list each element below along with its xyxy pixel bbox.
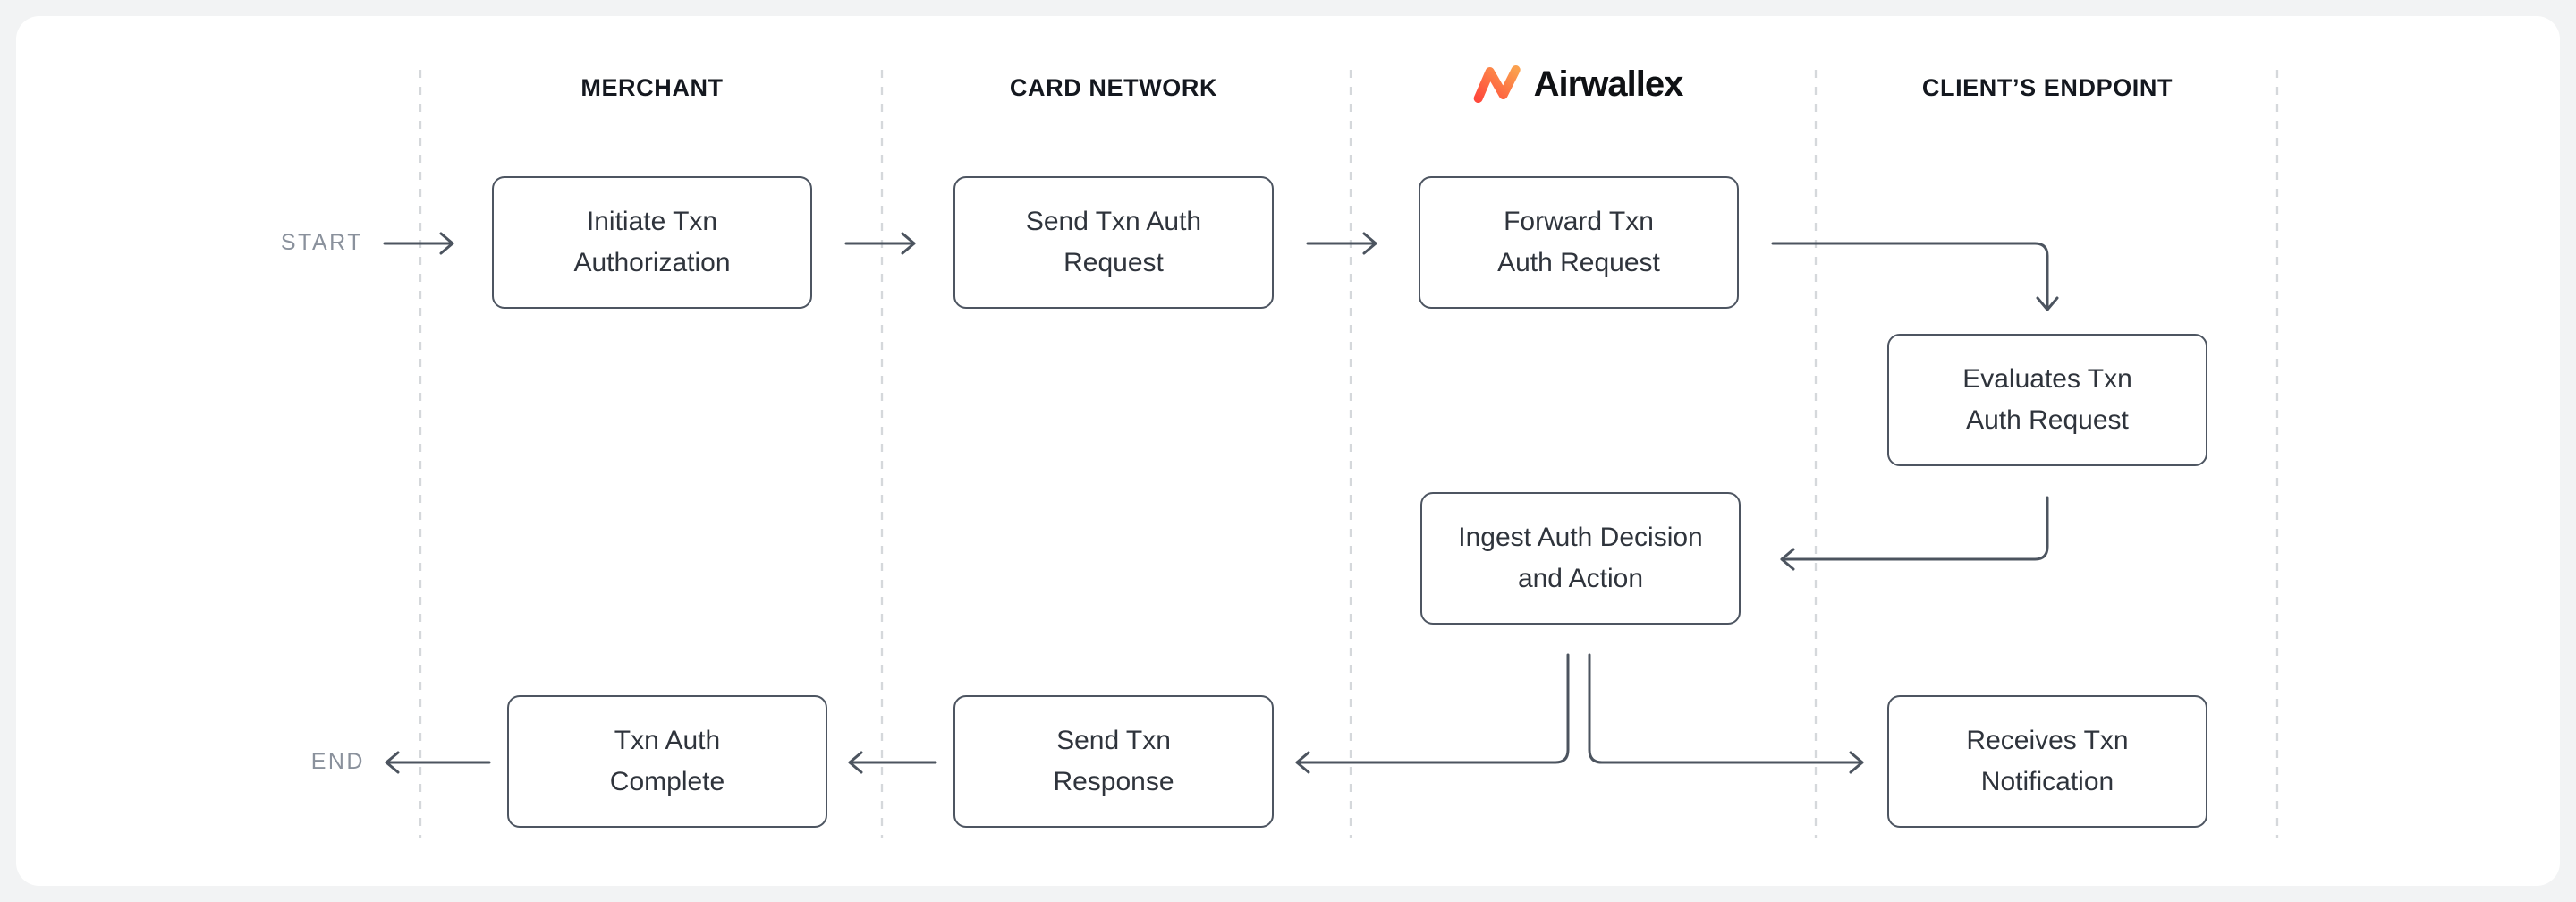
airwallex-wordmark: Airwallex xyxy=(1533,64,1684,104)
flow-node-forward-txn-auth-request: Forward Txn Auth Request xyxy=(1419,176,1739,309)
airwallex-logo: Airwallex xyxy=(1471,63,1683,106)
column-header-clients-endpoint: CLIENT’S ENDPOINT xyxy=(1921,74,2174,101)
flow-node-send-txn-auth-request: Send Txn Auth Request xyxy=(953,176,1274,309)
start-label: START xyxy=(280,230,363,255)
airwallex-logomark-icon xyxy=(1473,65,1521,103)
flow-node-receives-txn-notification: Receives Txn Notification xyxy=(1887,695,2207,828)
flow-node-evaluates-txn-auth-request: Evaluates Txn Auth Request xyxy=(1887,334,2207,466)
flow-node-ingest-auth-decision-and-action: Ingest Auth Decision and Action xyxy=(1420,492,1741,625)
flow-node-initiate-txn-authorization: Initiate Txn Authorization xyxy=(492,176,812,309)
column-header-merchant: MERCHANT xyxy=(580,74,724,101)
end-label: END xyxy=(310,749,365,774)
column-header-card-network: CARD NETWORK xyxy=(1009,74,1218,101)
flow-node-send-txn-response: Send Txn Response xyxy=(953,695,1274,828)
flow-node-txn-auth-complete: Txn Auth Complete xyxy=(507,695,827,828)
